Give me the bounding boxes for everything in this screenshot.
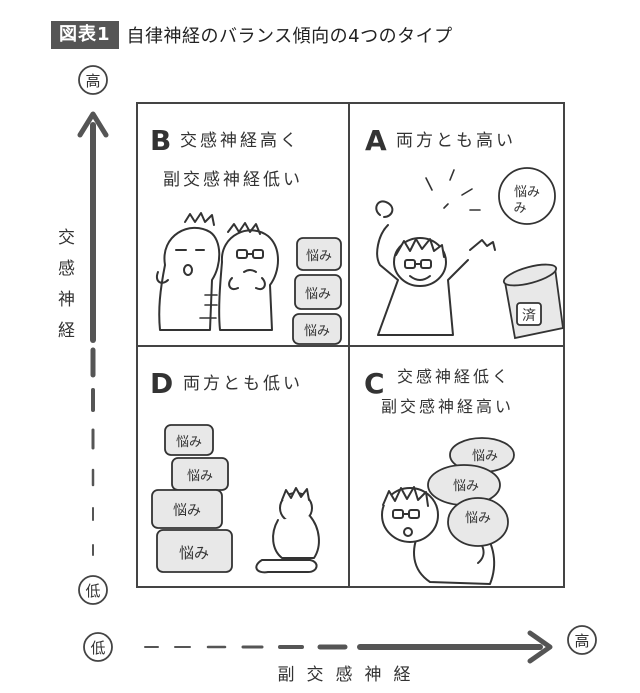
svg-text:み: み — [513, 201, 526, 216]
worry-box-stack-b: 悩み 悩み 悩み — [292, 237, 342, 345]
figure-header: 図表1 自律神経のバランス傾向の4つのタイプ — [51, 20, 453, 50]
svg-text:悩み: 悩み — [187, 469, 213, 484]
quadrant-b: B 交感神経高く 副交感神経低い 悩み 悩み 悩み — [150, 124, 342, 345]
svg-text:高: 高 — [574, 632, 589, 650]
trash-bin: 済 — [502, 263, 565, 340]
svg-text:低: 低 — [90, 639, 105, 657]
svg-text:低: 低 — [85, 582, 100, 600]
x-axis-high: 高 — [567, 625, 597, 655]
svg-text:悩み: 悩み — [306, 249, 332, 264]
quadrant-grid — [136, 102, 565, 588]
x-axis — [144, 630, 553, 664]
worry-box-stack-d: 悩み 悩み 悩み 悩み — [151, 424, 233, 573]
y-axis-high: 高 — [78, 65, 108, 95]
svg-text:悩み: 悩み — [305, 287, 331, 302]
y-axis-low: 低 — [78, 575, 108, 605]
quadrant-b-letter: B — [150, 124, 171, 157]
svg-text:悩み: 悩み — [465, 511, 491, 526]
svg-text:悩み: 悩み — [472, 449, 498, 464]
svg-text:悩み: 悩み — [179, 544, 209, 562]
quadrant-c: C 交感神経低く 副交感神経高い 悩み 悩み 悩み — [364, 367, 515, 585]
worry-sack-stack-c: 悩み 悩み 悩み — [427, 437, 515, 547]
quadrant-a-line1: 両方とも高い — [396, 131, 516, 151]
quadrant-b-line2: 副交感神経低い — [163, 170, 303, 190]
svg-text:悩み: 悩み — [176, 435, 202, 450]
svg-text:高: 高 — [85, 72, 100, 90]
svg-text:悩み: 悩み — [453, 479, 479, 494]
y-axis — [77, 111, 109, 556]
quadrant-c-line2: 副交感神経高い — [381, 397, 514, 416]
worried-people-illustration — [156, 212, 279, 331]
quadrant-c-line1: 交感神経低く — [397, 367, 511, 386]
happy-person-illustration — [375, 169, 496, 336]
quadrant-d-letter: D — [150, 367, 173, 400]
svg-text:悩み: 悩み — [514, 185, 540, 200]
quadrant-c-letter: C — [364, 367, 385, 400]
quadrant-b-line1: 交感神経高く — [180, 131, 300, 151]
x-axis-low: 低 — [83, 632, 113, 662]
sitting-person-illustration — [255, 487, 320, 574]
figure-title: 自律神経のバランス傾向の4つのタイプ — [126, 26, 453, 47]
figure-badge: 図表1 — [51, 21, 119, 49]
svg-text:済: 済 — [522, 308, 536, 324]
quadrant-a: A 両方とも高い 悩み み 済 — [365, 124, 565, 340]
worry-bubble: 悩み み — [498, 167, 556, 225]
svg-text:悩み: 悩み — [173, 503, 201, 519]
quadrant-d-line1: 両方とも低い — [183, 374, 303, 394]
quadrant-a-letter: A — [365, 124, 387, 157]
svg-text:悩み: 悩み — [304, 324, 330, 339]
y-axis-label: 交感神経 — [54, 228, 75, 352]
quadrant-d: D 両方とも低い 悩み 悩み 悩み 悩み — [150, 367, 320, 574]
x-axis-label: 副交感神経 — [278, 665, 423, 685]
